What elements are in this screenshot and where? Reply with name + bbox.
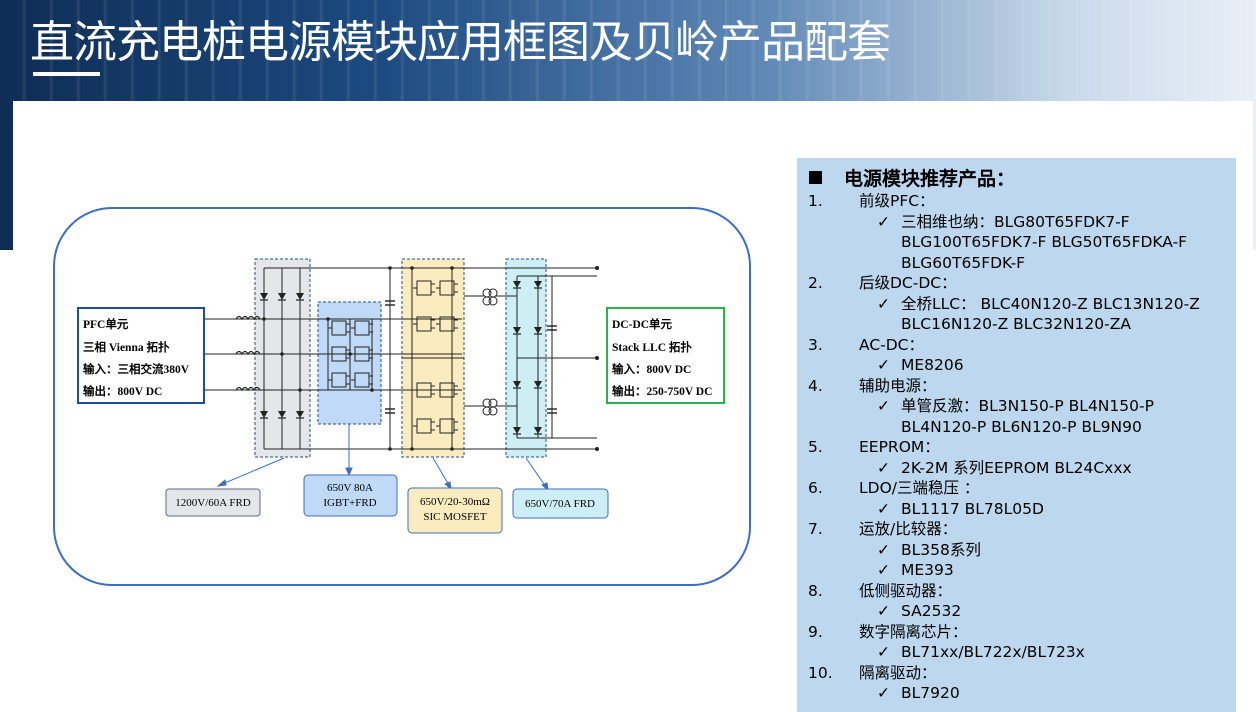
list-item: 1. 前级PFC： ✓ 三相维也纳：BLG80T65FDK7-F BLG100T65F… — [797, 191, 1236, 273]
title-underline — [33, 72, 100, 76]
list-item-number: 7. — [808, 520, 823, 538]
igbt-callout — [303, 474, 398, 517]
product-detail: ✓ SA2532 — [797, 601, 1236, 622]
checkmark-icon: ✓ — [877, 356, 890, 374]
checkmark-icon: ✓ — [877, 540, 890, 559]
list-item: 10. 隔离驱动： ✓ BL7920 — [797, 663, 1236, 704]
list-item-label: 后级DC-DC： — [859, 274, 957, 292]
list-item-number: 5. — [808, 438, 823, 456]
pfc-line3: 输出：800V DC — [83, 384, 162, 398]
product-detail-text: BL71xx/BL722x/BL723x — [901, 643, 1085, 661]
frd-callout — [165, 488, 261, 517]
product-detail: ✓ 单管反激：BL3N150-P BL4N150-P BL4N120-P BL6N… — [797, 396, 1236, 437]
list-item-number: 6. — [808, 479, 823, 497]
list-item: 9. 数字隔离芯片： ✓ BL71xx/BL722x/BL723x — [797, 622, 1236, 663]
product-detail: ✓ 全桥LLC： BLC40N120-Z BLC13N120-Z BLC16N12… — [797, 294, 1236, 335]
pfc-line2: 输入：三相交流380V — [83, 362, 190, 376]
product-detail-text: BL358系列 — [901, 540, 981, 559]
sic-callout — [407, 487, 503, 534]
checkmark-icon: ✓ — [877, 643, 890, 661]
page-title: 直流充电桩电源模块应用框图及贝岭产品配套 — [30, 17, 891, 68]
list-item-number: 4. — [808, 376, 823, 395]
sic-callout-line2: SIC MOSFET — [423, 511, 487, 523]
product-detail: ✓ 2K-2M 系列EEPROM BL24Cxxx — [797, 458, 1236, 479]
checkmark-icon: ✓ — [877, 397, 890, 415]
list-item-number: 10. — [808, 663, 833, 682]
checkmark-icon: ✓ — [877, 212, 890, 231]
list-item-number: 9. — [808, 622, 823, 641]
list-item: 6. LDO/三端稳压 ： ✓ BL1117 BL78L05D — [797, 478, 1236, 519]
list-item-number: 1. — [808, 192, 823, 210]
list-item-label: 隔离驱动： — [859, 663, 937, 682]
checkmark-icon: ✓ — [877, 458, 890, 477]
product-detail: ✓ BL7920 — [797, 683, 1236, 704]
checkmark-icon: ✓ — [877, 294, 890, 313]
dcdc-box — [606, 307, 725, 404]
list-item-label: AC-DC： — [859, 335, 925, 354]
dcdc-line2: 输入：800V DC — [612, 362, 691, 376]
product-detail: ✓ ME8206 — [797, 355, 1236, 376]
list-item-number: 2. — [808, 274, 823, 292]
product-detail-text: 单管反激：BL3N150-P BL4N150-P BL4N120-P BL6N1… — [901, 397, 1154, 436]
product-detail: ✓ BL1117 BL78L05D — [797, 499, 1236, 520]
list-item-label: LDO/三端稳压 ： — [859, 479, 980, 497]
product-detail-text: BL1117 BL78L05D — [901, 499, 1044, 518]
frd2-callout — [512, 488, 609, 519]
product-list: 1. 前级PFC： ✓ 三相维也纳：BLG80T65FDK7-F BLG100T65F… — [797, 191, 1236, 704]
products-heading: 电源模块推荐产品： — [809, 164, 1015, 191]
dcdc-line3: 输出：250-750V DC — [612, 384, 712, 398]
igbt-callout-line1: 650V 80A — [327, 482, 373, 494]
product-detail-text: ME393 — [901, 561, 954, 579]
list-item: 7. 运放/比较器： ✓ BL358系列 ✓ ME393 — [797, 519, 1236, 581]
list-item-label: 数字隔离芯片： — [859, 622, 968, 641]
product-detail-text: 2K-2M 系列EEPROM BL24Cxxx — [901, 458, 1132, 477]
pfc-line1: 三相 Vienna 拓扑 — [83, 340, 170, 354]
list-item-label: 前级PFC： — [859, 192, 935, 210]
dcdc-line1: Stack LLC 拓扑 — [612, 340, 692, 354]
pfc-title: PFC单元 — [83, 317, 129, 331]
pfc-box — [77, 307, 205, 404]
list-item: 2. 后级DC-DC： ✓ 全桥LLC： BLC40N120-Z BLC13N120-… — [797, 273, 1236, 335]
product-detail: ✓ BL71xx/BL722x/BL723x — [797, 642, 1236, 663]
product-detail: ✓ ME393 — [797, 560, 1236, 581]
product-detail: ✓ 三相维也纳：BLG80T65FDK7-F BLG100T65FDK7-F BL… — [797, 212, 1236, 274]
product-detail-text: 全桥LLC： BLC40N120-Z BLC13N120-Z BLC16N120… — [901, 294, 1200, 334]
block-diagram: PFC单元 三相 Vienna 拓扑 输入：三相交流380V 输出：800V D… — [53, 207, 751, 586]
igbt-callout-line2: IGBT+FRD — [323, 497, 376, 509]
product-detail-text: SA2532 — [901, 602, 962, 620]
frd2-callout-text: 650V/70A FRD — [525, 498, 595, 510]
list-item-number: 3. — [808, 335, 823, 354]
list-item: 8. 低侧驱动器： ✓ SA2532 — [797, 581, 1236, 622]
list-item-label: EEPROM： — [859, 438, 940, 456]
list-item: 5. EEPROM： ✓ 2K-2M 系列EEPROM BL24Cxxx — [797, 437, 1236, 478]
checkmark-icon: ✓ — [877, 499, 890, 518]
square-bullet-icon — [809, 171, 822, 184]
list-item: 4. 辅助电源： ✓ 单管反激：BL3N150-P BL4N150-P BL4N120… — [797, 376, 1236, 438]
list-item: 3. AC-DC： ✓ ME8206 — [797, 335, 1236, 376]
checkmark-icon: ✓ — [877, 561, 890, 579]
frd-callout-text: 1200V/60A FRD — [175, 497, 251, 509]
list-item-label: 辅助电源： — [859, 376, 937, 395]
product-detail-text: 三相维也纳：BLG80T65FDK7-F BLG100T65FDK7-F BLG… — [901, 212, 1188, 272]
list-item-label: 运放/比较器： — [859, 520, 958, 538]
product-detail-text: BL7920 — [901, 684, 960, 702]
circuit-wiring — [204, 267, 597, 450]
sic-callout-line1: 650V/20-30mΩ — [420, 496, 490, 508]
recommended-products-panel: 电源模块推荐产品： 1. 前级PFC： ✓ 三相维也纳：BLG80T65FDK7-F … — [797, 158, 1236, 712]
list-item-label: 低侧驱动器： — [859, 581, 953, 600]
checkmark-icon: ✓ — [877, 602, 890, 620]
product-detail: ✓ BL358系列 — [797, 540, 1236, 561]
callout-arrows — [216, 424, 549, 492]
checkmark-icon: ✓ — [877, 684, 890, 702]
product-detail-text: ME8206 — [901, 356, 964, 374]
list-item-number: 8. — [808, 581, 823, 600]
dcdc-title: DC-DC单元 — [612, 317, 673, 331]
